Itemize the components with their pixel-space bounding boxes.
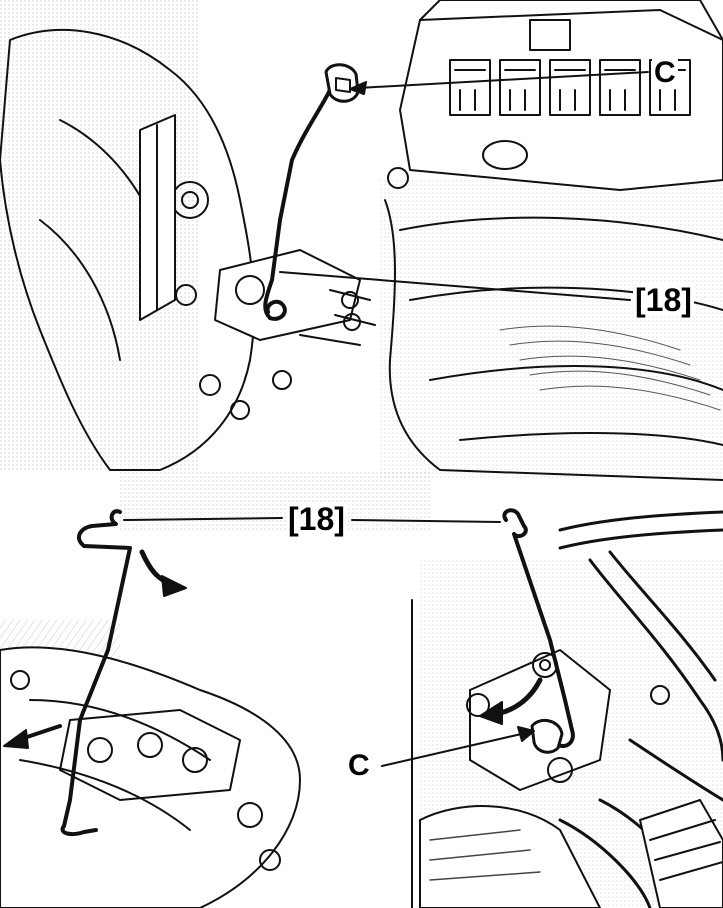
leader-18-to-right: [351, 519, 501, 523]
gearbox-bolt-4: [272, 370, 292, 390]
control-unit-screw: [387, 167, 409, 189]
hose-1: [558, 510, 723, 532]
hose-4-b: [558, 818, 652, 908]
flange-hole-2: [137, 732, 163, 758]
bottom-right-view: [351, 508, 723, 908]
gearbox-bolt-3: [230, 400, 250, 420]
control-unit-box: [399, 9, 723, 191]
engine-block-curve-4: [459, 432, 723, 446]
leader-c-bottom: [381, 731, 531, 767]
rod-18-top-hook: [265, 299, 287, 321]
lower-bolt-3: [10, 670, 30, 690]
leader-c-top-arrow: [349, 81, 367, 95]
gearbox-lower-body: [0, 646, 301, 908]
clip-c-bottom: [530, 718, 564, 754]
leader-c-bottom-arrow: [517, 726, 535, 742]
flange-hole-3: [182, 747, 208, 773]
lever-arm: [214, 249, 361, 341]
callout-18-bottom: [18]: [286, 501, 347, 537]
control-unit-lid: [419, 0, 723, 41]
bracket-bolt-4: [650, 685, 670, 705]
gearbox-lower-flange: [59, 709, 241, 801]
bottom-left-view: [0, 509, 301, 908]
connector-slots: [449, 59, 691, 116]
gearbox-rib-2: [39, 219, 121, 361]
bracket-bolt-1-inner: [539, 659, 551, 671]
lower-bolt-1: [237, 802, 263, 828]
rod-18-bottom-right: [502, 508, 575, 749]
callout-18-top: [18]: [633, 282, 694, 318]
lower-housing-ribs: [429, 829, 541, 881]
hose-2-b: [608, 550, 717, 682]
control-unit-bracket: [529, 19, 571, 51]
ribbed-surface: [499, 325, 721, 411]
top-view: [0, 0, 723, 481]
cylinder-right: [639, 799, 723, 908]
control-unit-post: [482, 140, 528, 170]
gearbox-mount-1-inner: [181, 191, 199, 209]
rotation-arrow-left-head: [161, 575, 187, 597]
lever-bolt-a: [341, 291, 359, 309]
rod-18-bottom-left: [76, 509, 132, 722]
rod-18-top: [263, 88, 332, 320]
top-right-shade: [380, 180, 723, 480]
leader-18-to-left: [123, 517, 283, 521]
gearbox-bolt-2: [199, 374, 221, 396]
bracket-bolt-2: [466, 693, 490, 717]
cylinder-right-rings: [649, 819, 723, 881]
hose-1-b: [558, 528, 723, 550]
push-arrow-left-head: [3, 729, 29, 749]
leader-c-top: [357, 71, 649, 89]
bolt-cluster: [299, 289, 376, 346]
engine-block-curve-1: [399, 216, 723, 241]
callout-c-bottom: C: [346, 749, 372, 782]
clip-c-top: [324, 63, 360, 103]
clip-c-top-inner: [335, 77, 351, 93]
hose-2: [588, 558, 723, 762]
flange-hole-1: [87, 737, 113, 763]
engine-block-outline: [384, 199, 723, 481]
callout-c-top: C: [652, 56, 678, 89]
lever-pivot: [235, 275, 265, 305]
hose-3: [628, 738, 723, 802]
gearbox-lower-rib-2: [19, 759, 191, 831]
bracket-bolt-3: [547, 757, 573, 783]
lever-bolt-b: [343, 313, 361, 331]
gearbox-housing: [0, 29, 256, 471]
lower-bolt-2: [259, 849, 281, 871]
rod-18-bottom-left-lower: [60, 718, 98, 836]
rotation-arrow-right-head: [479, 701, 503, 725]
lower-housing-right: [419, 805, 601, 908]
leader-18-right: [279, 271, 631, 301]
engine-block-curve-3: [429, 365, 723, 391]
